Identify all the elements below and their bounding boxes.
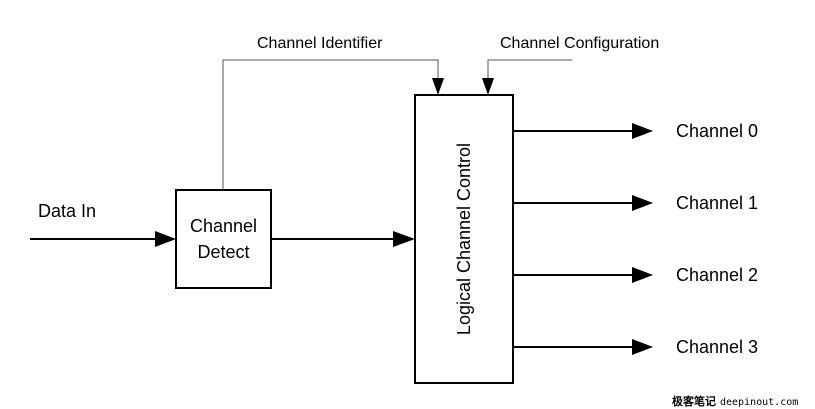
output-channel-1: Channel 1 <box>513 193 758 213</box>
output-label: Channel 0 <box>676 121 758 141</box>
channel-configuration-line <box>487 59 572 78</box>
channel-detect-label-line1: Channel <box>190 216 257 236</box>
data-in-arrowhead <box>155 231 176 247</box>
output-label: Channel 3 <box>676 337 758 357</box>
logical-channel-control-label: Logical Channel Control <box>454 143 474 335</box>
logical-channel-control-block <box>414 94 514 384</box>
output-arrowhead <box>632 195 653 211</box>
output-channel-0: Channel 0 <box>513 121 758 141</box>
channel-detect-label-line2: Detect <box>197 242 249 262</box>
detect-to-control-arrowhead <box>393 231 415 247</box>
watermark-cn-text: 极客笔记 <box>672 394 716 408</box>
output-label: Channel 2 <box>676 265 758 285</box>
output-arrowhead <box>632 267 653 283</box>
output-channel-3: Channel 3 <box>513 337 758 357</box>
output-channel-2: Channel 2 <box>513 265 758 285</box>
output-arrowhead <box>632 123 653 139</box>
watermark-site-text: deepinout.com <box>720 397 798 408</box>
channel-identifier-line <box>222 59 439 190</box>
output-label: Channel 1 <box>676 193 758 213</box>
channel-identifier-label: Channel Identifier <box>257 35 383 52</box>
channel-configuration-label: Channel Configuration <box>500 35 659 52</box>
data-in-label: Data In <box>38 201 96 221</box>
channel-configuration-arrowhead <box>482 78 494 95</box>
output-arrowhead <box>632 339 653 355</box>
channel-detect-block <box>175 189 272 289</box>
watermark: 极客笔记 deepinout.com <box>672 394 798 408</box>
channel-identifier-arrowhead <box>432 78 444 95</box>
